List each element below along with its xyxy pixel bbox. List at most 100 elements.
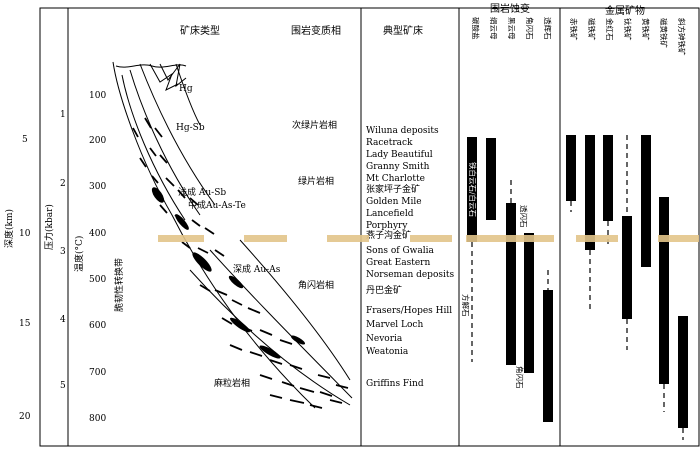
alteration-bar-carbonate [467,137,477,242]
pressure-axis-label: 压力(kbar) [43,204,55,250]
deposit-item: Sons of Gwalia [366,246,434,256]
deposit-item: 丹巴金矿 [366,284,402,296]
deposit-type-mesozonal: 中成Au-As-Te [188,199,246,211]
deposit-type-epizonal: 浅成 Au-Sb [178,186,226,198]
metal-bar-pyrrhotite [659,197,669,384]
deposit-item: Porphyry [366,221,408,231]
metal-bar-loellingite [678,316,688,428]
pressure-tick: 4 [60,315,66,325]
temperature-tick: 400 [89,229,106,239]
vein-lenses [151,187,306,359]
alteration-column-headers: 碳酸盐 绢云母 黑云母 角闪石 透辉石 [471,17,552,40]
deposit-item: Lady Beautiful [366,150,433,160]
pressure-tick: 2 [60,179,66,189]
alteration-dashes [471,180,549,362]
temperature-tick: 800 [89,414,106,424]
facies-greenschist: 绿片岩相 [298,175,334,187]
metal-bar-rutile [603,135,613,221]
deposit-item: Griffins Find [366,379,424,389]
alteration-bar-diopside [543,290,553,422]
alteration-bar-hornblende [524,233,534,373]
temperature-axis-label: 温度(°C) [73,236,85,272]
metal-col-pyrite: 黄铁矿 [641,18,651,41]
metal-bar-magnetite [585,135,595,250]
metal-dashes [570,135,684,440]
depth-tick: 20 [19,412,31,422]
temperature-tick: 700 [89,368,106,378]
depth-tick: 5 [22,135,28,145]
deposit-type-granulite: 麻粒岩相 [214,377,250,389]
facies-labels: 次绿片岩相 绿片岩相 角闪岩相 [292,119,337,291]
deposit-type-hg-sb: Hg-Sb [176,123,205,133]
pressure-ticks: 1 2 3 4 5 [60,110,66,391]
deposit-type-labels: Hg Hg-Sb 浅成 Au-Sb 中成Au-As-Te 深成 Au-As 麻粒… [176,84,281,389]
facies-subgreenschist: 次绿片岩相 [292,119,337,131]
depth-tick: 15 [19,319,31,329]
alteration-col-sericite: 绢云母 [489,17,499,40]
deposit-type-hg: Hg [179,84,193,94]
temperature-tick: 200 [89,136,106,146]
header-metamorphic-facies: 围岩变质相 [291,24,341,37]
temperature-ticks: 100 200 300 400 500 600 700 800 [89,91,106,424]
alteration-col-diopside: 透辉石 [543,17,552,40]
metal-col-pyrrhotite: 磁黄铁矿 [659,18,669,48]
vein-dashes [132,117,349,409]
pressure-tick: 3 [60,247,66,257]
temperature-tick: 600 [89,321,106,331]
deposit-item: Granny Smith [366,162,430,172]
metal-column-headers: 赤铁矿 磁铁矿 金红石 钛铁矿 黄铁矿 磁黄铁矿 斜方砷铁矿 [569,18,687,56]
metal-bar-pyrite [641,135,651,267]
deposit-item: Weatonia [366,347,409,357]
header-deposit-type: 矿床类型 [180,24,220,37]
deposit-item: Nevoria [366,334,403,344]
metal-col-ilmenite: 钛铁矿 [623,18,633,41]
depth-axis-label: 深度(km) [3,209,15,248]
metal-bars [566,135,688,428]
header-alteration: 围岩蚀变 [490,2,530,15]
deposit-item: Frasers/Hopes Hill [366,306,452,316]
pressure-tick: 1 [60,110,66,120]
facies-amphibolite: 角闪岩相 [298,279,334,291]
alteration-label-calcite: 方解石 [461,294,471,317]
alteration-label-tremolite: 透闪石 [519,205,528,228]
header-typical-deposits: 典型矿床 [383,24,423,37]
deposit-type-hypozonal: 深成 Au-As [233,263,281,275]
vein-zone-sketch [112,61,353,409]
deposit-list: Wiluna deposits Racetrack Lady Beautiful… [366,126,454,389]
alteration-bar-biotite [506,203,516,365]
metal-col-hematite: 赤铁矿 [569,18,579,41]
temperature-tick: 300 [89,182,106,192]
metal-col-magnetite: 磁铁矿 [587,18,597,41]
alteration-col-biotite: 黑云母 [507,17,516,40]
transition-zone-label: 脆韧性转换带 [113,258,125,312]
alteration-bars [467,137,553,422]
header-metal-minerals: 金属矿物 [605,4,645,17]
deposit-item: Golden Mile [366,197,422,207]
frame [39,7,700,447]
metal-col-rutile: 金红石 [605,18,615,41]
deposit-item: Racetrack [366,138,413,148]
alteration-bar-sericite [486,138,496,220]
deposit-item: Great Eastern [366,258,430,268]
depth-tick: 10 [19,229,31,239]
deposit-item: Wiluna deposits [366,126,439,136]
alteration-label-ankerite: 铁白云石/白云石 [468,162,478,218]
deposit-item: Marvel Loch [366,320,423,330]
deposit-item: Lancefield [366,209,414,219]
alteration-col-carbonate: 碳酸盐 [471,17,481,40]
alteration-inline-labels: 铁白云石/白云石 透闪石 方解石 角闪石 [461,162,528,389]
metal-bar-ilmenite [622,216,632,319]
depth-ticks: 5 10 15 20 [19,135,31,422]
temperature-tick: 500 [89,275,106,285]
deposit-item: 张家坪子金矿 [366,183,420,195]
alteration-label-amphibole: 角闪石 [515,366,525,389]
alteration-col-hornblende: 角闪石 [525,17,535,40]
pressure-tick: 5 [60,381,66,391]
deposit-item: 燕子沟金矿 [366,229,411,241]
metal-col-loellingite: 斜方砷铁矿 [677,18,687,56]
temperature-tick: 100 [89,91,106,101]
transition-band [158,235,699,242]
metal-bar-hematite [566,135,576,201]
deposit-item: Mt Charlotte [366,174,425,184]
